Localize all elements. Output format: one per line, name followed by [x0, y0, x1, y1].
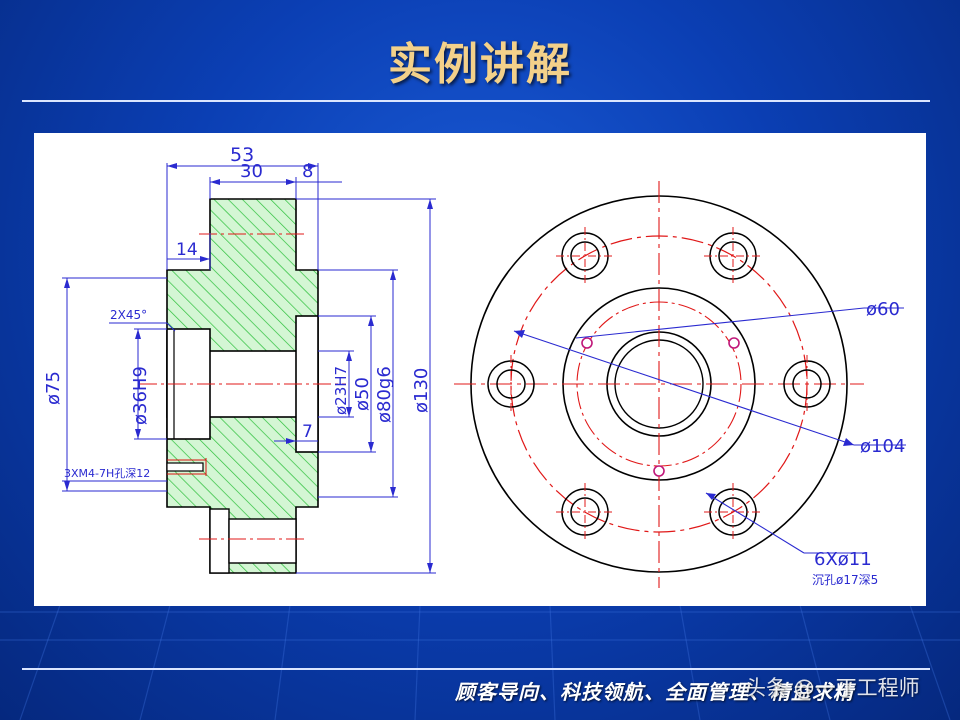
chamfer-label: 2X45° [110, 308, 147, 322]
front-view: ø60 ø104 6Xø11 沉孔ø17深5 [454, 181, 906, 588]
footer-divider [22, 668, 930, 670]
footer-slogan: 顾客导向、科技领航、全面管理、精益求精 [455, 680, 854, 704]
lower-hole [209, 508, 230, 574]
section-view: 53 30 8 14 2X45° ø75 ø36H9 ø23H7 ø50 ø80… [43, 144, 436, 574]
dia-23h7-label: ø23H7 [332, 366, 350, 415]
title-divider [22, 100, 930, 102]
bore-outer-circle [606, 331, 712, 437]
dia-60-label: ø60 [866, 299, 900, 320]
watermark: 头条 @一丁工程师 [745, 676, 920, 700]
dia-36h9-label: ø36H9 [130, 366, 151, 425]
dim-53: 53 [230, 144, 254, 166]
slide-title: 实例讲解 [388, 39, 572, 90]
dia-75-label: ø75 [43, 371, 64, 405]
dia-80g6-label: ø80g6 [374, 366, 395, 423]
engineering-drawing: 53 30 8 14 2X45° ø75 ø36H9 ø23H7 ø50 ø80… [34, 133, 926, 606]
dim-14: 14 [176, 240, 198, 260]
tapped-hole [166, 462, 204, 472]
dim-7: 7 [302, 422, 313, 442]
dia-50-label: ø50 [352, 377, 373, 411]
tapped-holes [581, 337, 740, 477]
dim-30: 30 [240, 161, 263, 182]
dia-104-label: ø104 [860, 436, 905, 457]
dim-8: 8 [302, 161, 313, 182]
counterbore-label: 沉孔ø17深5 [812, 573, 878, 587]
holes-label: 6Xø11 [814, 549, 872, 570]
tapped-hole-label: 3XM4-7H孔深12 [64, 467, 150, 480]
dia-130-label: ø130 [411, 368, 432, 413]
